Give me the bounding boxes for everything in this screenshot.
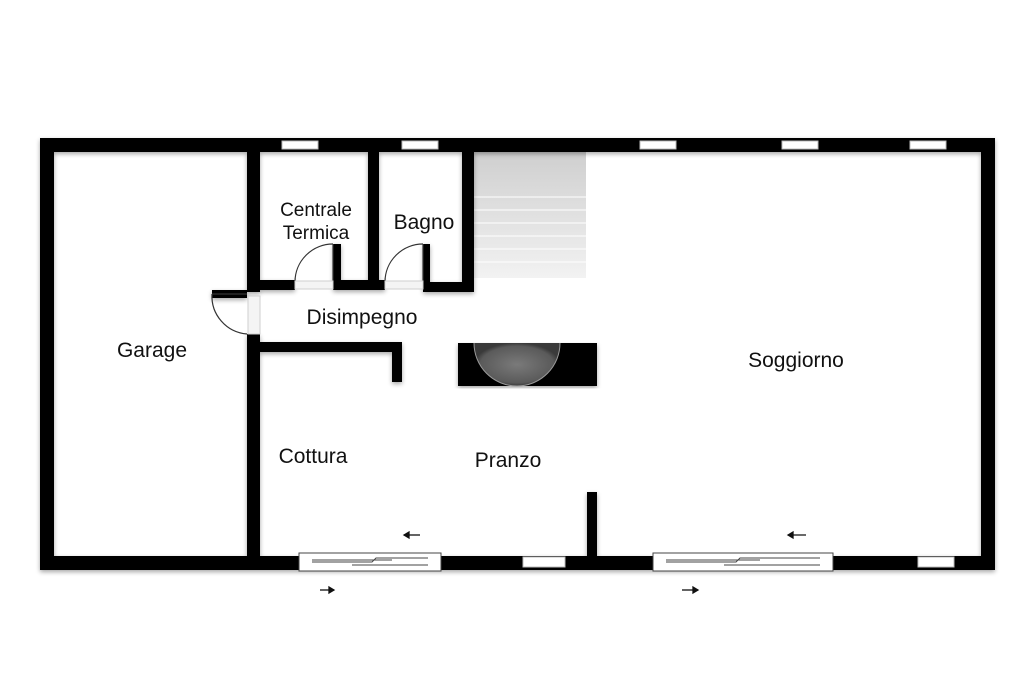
- door-thresholds: [247, 280, 424, 335]
- label-pranzo: Pranzo: [475, 449, 542, 472]
- label-soggiorno: Soggiorno: [748, 349, 844, 372]
- room-labels: Garage Centrale Termica Bagno Disimpegno…: [117, 200, 844, 472]
- staircase: [474, 152, 586, 278]
- label-bagno: Bagno: [394, 211, 455, 234]
- label-centrale-termica-line2: Termica: [283, 223, 350, 244]
- windows-top: [281, 140, 947, 150]
- windows-bottom: [298, 552, 955, 572]
- doors: [211, 243, 424, 335]
- label-garage: Garage: [117, 339, 187, 362]
- label-cottura: Cottura: [279, 445, 348, 468]
- label-disimpegno: Disimpegno: [307, 306, 418, 329]
- sliding-arrows: [320, 530, 806, 595]
- label-centrale-termica-line1: Centrale: [280, 200, 352, 221]
- fireplace: [458, 342, 597, 387]
